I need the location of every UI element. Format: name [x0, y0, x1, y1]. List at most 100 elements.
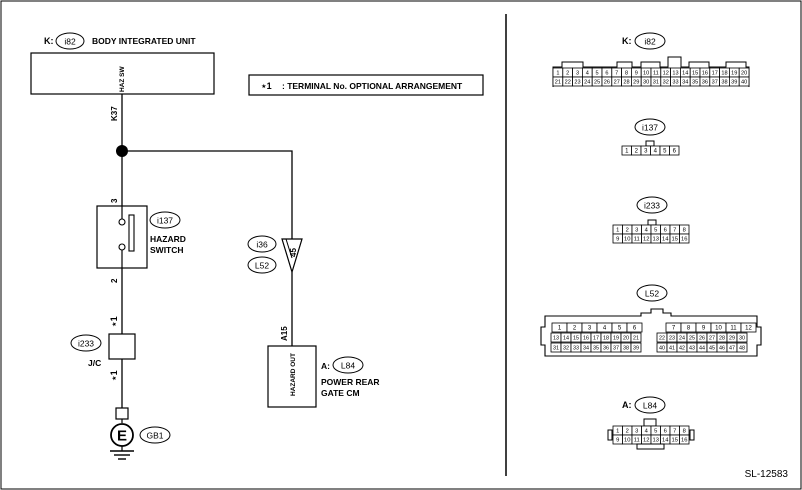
pin-number: 17	[712, 71, 718, 77]
bcm-pin-label: HAZ SW	[119, 66, 126, 93]
pin-number: 23	[574, 80, 580, 86]
pin-cell	[738, 76, 750, 87]
conn-k-outline	[552, 56, 750, 87]
pin-number: 11	[634, 438, 640, 444]
pin-number: 36	[603, 345, 609, 351]
pin-cell	[679, 233, 690, 244]
conn-l84-latch	[643, 418, 657, 427]
pin-number: 14	[682, 71, 688, 77]
pin-number: 29	[729, 335, 735, 341]
conn-l52-ref: L52	[645, 289, 659, 299]
pin-number: 31	[553, 345, 559, 351]
switch-pin-top: 3	[110, 198, 119, 203]
pin-number: 16	[702, 71, 708, 77]
pin-number: 25	[594, 80, 600, 86]
conn-k-ref: i82	[644, 37, 656, 47]
pin-number: 7	[615, 71, 618, 77]
relay-connector-inner	[285, 238, 293, 259]
conn-i137-latch	[645, 140, 655, 147]
relay-ref-top-oval	[247, 235, 277, 253]
note-box	[248, 74, 484, 96]
conn-l84-ear-left	[607, 429, 613, 441]
pin-number: 3	[635, 228, 638, 234]
conn-l84-key	[636, 443, 665, 450]
bcm-pin: K37	[110, 106, 119, 121]
pin-number: 11	[634, 237, 640, 243]
pin-number: 22	[659, 335, 665, 341]
conn-l52-ref-oval	[636, 284, 668, 302]
pin-number: 37	[712, 80, 718, 86]
pin-number: 10	[643, 71, 649, 77]
pin-number: 9	[635, 71, 638, 77]
pin-number: 35	[593, 345, 599, 351]
switch-pin-bottom: 2	[110, 278, 119, 283]
pin-number: 11	[653, 71, 659, 77]
pin-number: 41	[669, 345, 675, 351]
pin-number: 9	[616, 438, 619, 444]
bcm-name: BODY INTEGRATED UNIT	[92, 36, 196, 46]
pin-number: 7	[673, 228, 676, 234]
pin-number: 40	[659, 345, 665, 351]
pin-number: 2	[626, 429, 629, 435]
diagram-code: SL-12583	[745, 469, 789, 480]
pin-number: 4	[645, 228, 649, 234]
pin-number: 30	[739, 335, 745, 341]
pin-number: 44	[699, 345, 705, 351]
pin-number: 4	[603, 326, 607, 332]
pin-number: 21	[633, 335, 639, 341]
pin-number: 32	[563, 345, 569, 351]
conn-i233-ref: i233	[644, 201, 660, 211]
pin-number: 19	[613, 335, 619, 341]
pin-number: 13	[672, 71, 678, 77]
pin-number: 28	[719, 335, 725, 341]
pin-number: 33	[672, 80, 678, 86]
jc-pin-top: ⋆1	[109, 316, 119, 327]
pin-number: 10	[624, 237, 630, 243]
pin-number: 6	[664, 429, 667, 435]
pin-number: 6	[664, 228, 667, 234]
jc-ref-oval	[70, 334, 102, 352]
pin-number: 29	[633, 80, 639, 86]
conn-i137-ref-oval	[634, 118, 666, 136]
conn-l84-ear-right	[689, 429, 695, 441]
pin-number: 8	[683, 429, 686, 435]
pin-number: 5	[654, 228, 657, 234]
pin-number: 26	[604, 80, 610, 86]
gate-pin-label: HAZARD OUT	[290, 353, 297, 396]
pin-number: 3	[635, 429, 638, 435]
pin-number: 13	[653, 438, 659, 444]
pin-number: 9	[616, 237, 619, 243]
pin-number: 38	[721, 80, 727, 86]
pin-number: 3	[588, 326, 592, 332]
pin-number: 15	[672, 438, 678, 444]
pin-number: 36	[702, 80, 708, 86]
gate-ref-oval	[332, 356, 364, 374]
pin-cell	[630, 342, 642, 353]
pin-number: 23	[669, 335, 675, 341]
pin-number: 7	[672, 326, 676, 332]
pin-cell	[679, 434, 690, 445]
pin-number: 39	[731, 80, 737, 86]
pin-number: 16	[681, 237, 687, 243]
jc-label: J/C	[88, 358, 101, 368]
pin-number: 18	[603, 335, 609, 341]
pin-number: 17	[593, 335, 599, 341]
wire-junction-to-gate	[122, 150, 293, 239]
pin-number: 45	[709, 345, 715, 351]
pin-number: 15	[573, 335, 579, 341]
pin-number: 6	[605, 71, 608, 77]
gate-cm-box	[267, 345, 317, 408]
pin-number: 37	[613, 345, 619, 351]
pin-number: 1	[616, 228, 619, 234]
pin-number: 14	[662, 438, 669, 444]
pin-number: 2	[566, 71, 569, 77]
pin-number: 24	[584, 80, 590, 86]
switch-name-1: HAZARD	[150, 234, 186, 244]
pin-number: 12	[663, 71, 669, 77]
conn-l84-ref: L84	[643, 401, 657, 411]
pin-number: 20	[623, 335, 629, 341]
